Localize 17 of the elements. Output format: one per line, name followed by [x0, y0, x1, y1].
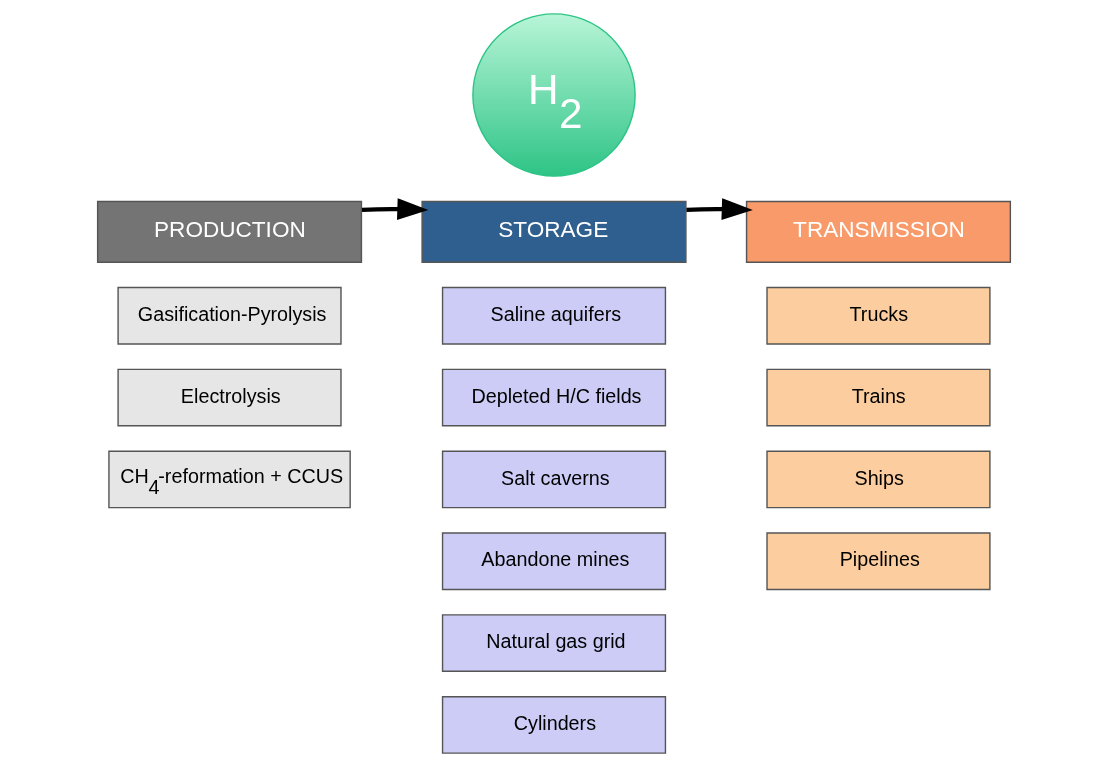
node-box: Cylinders — [441, 695, 667, 754]
node-box: STORAGE — [421, 200, 687, 263]
arrow — [686, 198, 753, 220]
node-box: TRANSMISSION — [745, 200, 1012, 263]
node-box: Abandone mines — [441, 532, 667, 591]
node-box: Pipelines — [766, 532, 991, 591]
node-box: Saline aquifers — [441, 286, 667, 345]
node-box: Electrolysis — [117, 368, 342, 427]
arrow — [361, 198, 429, 220]
node-box: Ships — [766, 450, 991, 509]
node-box: Trains — [766, 368, 991, 427]
node-box: Trucks — [766, 286, 991, 345]
node-box: Salt caverns — [441, 450, 667, 509]
node-box: PRODUCTION — [96, 200, 363, 263]
node-box: Natural gas grid — [441, 614, 667, 672]
node-box: Gasification-Pyrolysis — [117, 286, 342, 345]
node-box: Depleted H/C fields — [441, 368, 667, 427]
